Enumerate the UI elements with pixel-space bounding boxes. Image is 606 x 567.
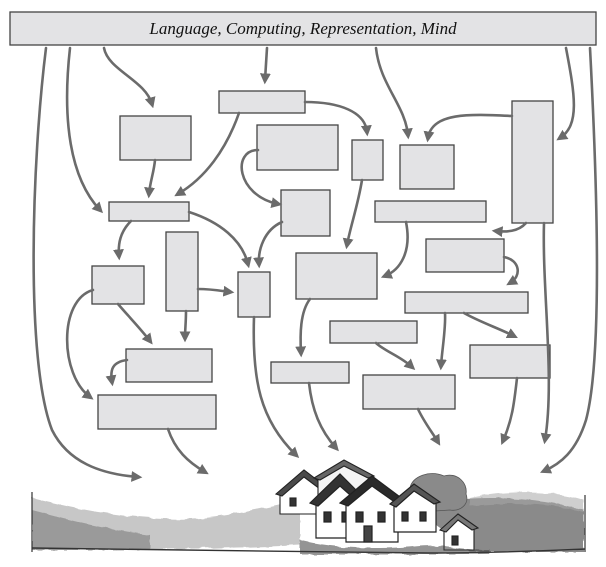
arrow (32, 46, 143, 482)
arrow (102, 46, 156, 109)
concept-box (351, 139, 384, 181)
arrow (295, 297, 312, 358)
concept-box (125, 348, 213, 383)
concept-arrows (32, 46, 599, 482)
arrow (113, 219, 133, 261)
arrow (179, 309, 191, 343)
concept-box (218, 90, 306, 114)
arrow (500, 376, 519, 446)
arrow (65, 288, 95, 400)
right-hill-light (470, 492, 584, 512)
concept-box (329, 320, 418, 344)
arrow (303, 100, 372, 137)
house (438, 513, 480, 551)
concept-box (399, 144, 455, 190)
concept-box (270, 361, 350, 384)
arrow (462, 311, 518, 338)
arrow (416, 407, 441, 446)
village-shadow (300, 540, 490, 554)
arrow (166, 427, 209, 475)
concept-box (165, 231, 199, 312)
arrow (539, 46, 599, 474)
concept-box (511, 100, 554, 224)
arrow (307, 381, 339, 452)
arrow (423, 113, 514, 143)
concept-box (374, 200, 487, 223)
arrow (187, 210, 252, 269)
house (338, 475, 406, 543)
concept-box (237, 271, 271, 318)
concept-box (108, 201, 190, 222)
concept-box (425, 238, 505, 273)
arrow (502, 255, 519, 286)
concept-box (256, 124, 339, 171)
concept-box (469, 344, 551, 379)
arrow (374, 46, 413, 140)
house (388, 483, 442, 533)
concept-box (295, 252, 378, 300)
arrow (556, 46, 576, 141)
arrow (105, 358, 129, 387)
concept-box (119, 115, 192, 161)
arrow (174, 111, 241, 197)
arrow (342, 178, 364, 250)
concept-box (97, 394, 217, 430)
arrow (259, 46, 271, 85)
diagram-title: Language, Computing, Representation, Min… (148, 19, 457, 38)
arrow (491, 221, 528, 238)
arrow (435, 311, 447, 371)
concept-box (404, 291, 529, 314)
title-bar: Language, Computing, Representation, Min… (9, 11, 597, 46)
concept-box (280, 189, 331, 237)
arrow (144, 158, 157, 199)
concept-boxes (91, 90, 554, 430)
arrow (253, 220, 284, 269)
concept-box (91, 265, 145, 305)
arrow (240, 148, 283, 208)
arrow (540, 221, 552, 445)
village-illustration (31, 459, 586, 554)
arrow (380, 220, 409, 279)
arrow (252, 315, 300, 459)
arrow (65, 46, 103, 214)
arrow (196, 285, 235, 297)
concept-box (362, 374, 456, 410)
arrow (374, 341, 416, 370)
arrow (116, 302, 153, 345)
hillside-wash-dark (32, 510, 150, 550)
